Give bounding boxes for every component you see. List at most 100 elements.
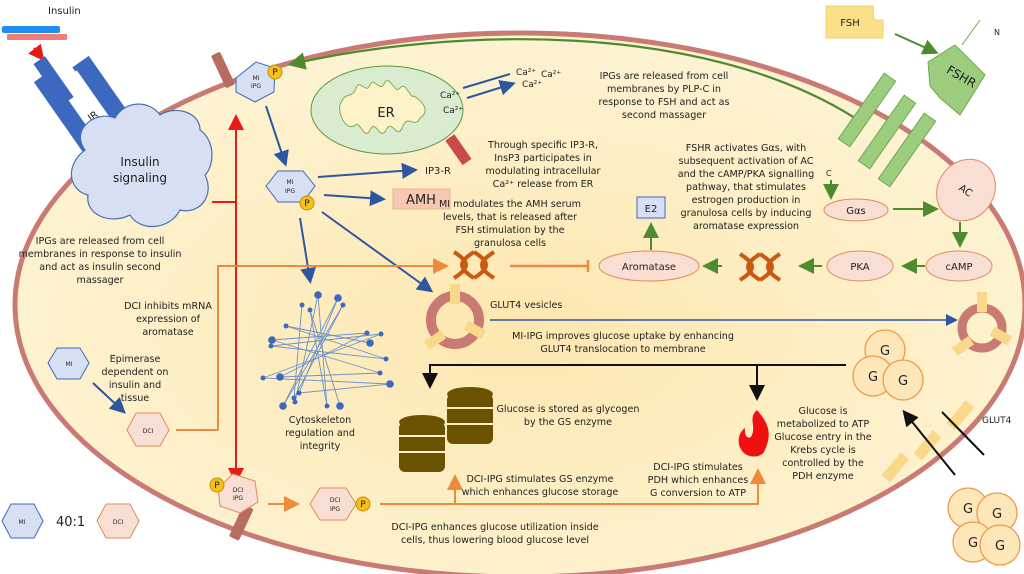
cell-membrane bbox=[12, 30, 1024, 574]
glut4-membrane-channel bbox=[913, 430, 942, 461]
note-line: MI-IPG improves glucose uptake by enhanc… bbox=[512, 331, 734, 342]
fsh-to-mi-ipg-arrow bbox=[287, 38, 856, 119]
dci-ipg-text: DCI bbox=[233, 487, 244, 494]
aromatase-label: Aromatase bbox=[622, 262, 676, 273]
note-line: PDH enzyme bbox=[792, 471, 853, 482]
note-line: Glucose entry in the bbox=[774, 432, 871, 443]
mi-ipg-text: MI bbox=[287, 179, 294, 186]
note-line: metabolized to ATP bbox=[777, 419, 870, 430]
aromatase-node bbox=[598, 250, 700, 282]
cytoskeleton-node bbox=[336, 402, 344, 410]
glucose-label: G bbox=[963, 502, 973, 517]
cytoskeleton-node bbox=[383, 356, 389, 362]
note-line: IPGs are released from cell bbox=[600, 71, 729, 82]
cytoskeleton-node bbox=[283, 323, 289, 329]
dci-hexagon bbox=[126, 412, 170, 447]
cytoskeleton-fiber bbox=[282, 304, 344, 407]
cytoskeleton-node bbox=[314, 291, 322, 299]
glucose-label: G bbox=[898, 374, 908, 389]
glut4-transporter bbox=[977, 292, 987, 312]
cytoskeleton-node bbox=[296, 390, 302, 396]
phosphate-icon bbox=[355, 496, 371, 512]
note-uptake: MI-IPG improves glucose uptake by enhanc… bbox=[512, 331, 734, 355]
note-line: and act as insulin second bbox=[39, 262, 161, 273]
fsh-box bbox=[825, 5, 884, 39]
note-glut4ves: GLUT4 vesicles bbox=[490, 300, 562, 311]
glucose-molecule bbox=[979, 524, 1021, 566]
er-label: ER bbox=[377, 106, 394, 121]
note-line: Ca²⁺ release from ER bbox=[493, 179, 594, 190]
cytoskeleton-node bbox=[268, 343, 274, 349]
cytoskeleton-node bbox=[334, 294, 342, 302]
glut4-label: GLUT4 bbox=[982, 416, 1012, 426]
cytoskeleton-fiber bbox=[285, 325, 387, 360]
calcium-label: Ca²⁺ bbox=[443, 106, 463, 116]
note-line: DCI-IPG enhances glucose utilization ins… bbox=[391, 522, 598, 533]
note-line: aromatase expression bbox=[693, 221, 799, 232]
insulin-signaling-label: Insulin bbox=[120, 155, 159, 169]
fshr-receptor: FSHR N C bbox=[826, 19, 1000, 188]
note-line: FSHR activates Gαs, with bbox=[686, 143, 806, 154]
gas-node bbox=[823, 198, 889, 222]
note-line: controlled by the bbox=[782, 458, 864, 469]
amh-box bbox=[392, 188, 451, 210]
note-util: DCI-IPG enhances glucose utilization ins… bbox=[391, 522, 598, 546]
glut4-transporter bbox=[450, 284, 460, 304]
calcium-label: Ca²⁺ bbox=[516, 68, 536, 78]
membrane-anchor-bottom bbox=[229, 505, 253, 541]
cytoskeleton-node bbox=[377, 370, 383, 376]
cytoskeleton-fiber bbox=[285, 325, 371, 344]
e2-box bbox=[636, 196, 666, 219]
cytoskeleton-fiber bbox=[309, 309, 341, 407]
cytoskeleton-fiber bbox=[271, 339, 381, 374]
note-line: Glucose is bbox=[799, 406, 848, 417]
note-line: estrogen production in bbox=[692, 195, 801, 206]
calcium-label: Ca²⁺ bbox=[440, 91, 460, 101]
glucose-label: G bbox=[880, 344, 890, 359]
note-line: DCI-IPG stimulates bbox=[653, 462, 743, 473]
note-line: granulosa cells bbox=[474, 238, 546, 249]
note-line: FSH stimulation by the bbox=[455, 225, 564, 236]
note-line: which enhances glucose storage bbox=[462, 487, 619, 498]
fsh-binding-arrow bbox=[894, 33, 939, 55]
insulin-binding-arrow bbox=[28, 43, 45, 62]
cytoskeleton-node bbox=[260, 375, 266, 381]
mi-hexagon bbox=[47, 347, 90, 380]
legend-mi-hexagon bbox=[1, 503, 44, 539]
glucose-label: G bbox=[995, 539, 1005, 554]
note-line: InsP3 participates in bbox=[494, 153, 592, 164]
ac-node bbox=[936, 158, 996, 222]
cytoskeleton-node bbox=[378, 331, 384, 337]
calcium-release-arrow bbox=[462, 74, 512, 99]
arrow-to-ip3r bbox=[317, 162, 418, 179]
dci-to-dna-arrow bbox=[217, 258, 449, 430]
note-line: Glucose is stored as glycogen bbox=[497, 404, 640, 415]
note-line: membranes by PLP-C in bbox=[607, 84, 721, 95]
glycogen-storage-icon bbox=[399, 387, 493, 472]
pka-node bbox=[826, 250, 894, 282]
dci-ipg-text: DCI bbox=[330, 497, 341, 504]
membrane-anchor-top bbox=[211, 52, 235, 88]
cytoskeleton-fiber bbox=[279, 372, 381, 378]
dci-ipg-text-2: IPG bbox=[330, 506, 340, 513]
pka-label: PKA bbox=[850, 262, 869, 273]
note-line: DCI-IPG stimulates GS enzyme bbox=[466, 474, 613, 485]
cytoskeleton-node bbox=[324, 403, 330, 409]
note-line: regulation and bbox=[285, 428, 355, 439]
legend-dci-label: DCI bbox=[113, 519, 124, 526]
camp-label: cAMP bbox=[946, 262, 973, 273]
note-line: Through specific IP3-R, bbox=[487, 140, 598, 151]
calcium-label: Ca²⁺ bbox=[541, 70, 561, 80]
glut4-transporter bbox=[423, 330, 447, 350]
cytoskeleton-fiber bbox=[298, 383, 391, 394]
note-atp: Glucose is metabolized to ATP Glucose entr… bbox=[774, 406, 871, 482]
dna-inhibits-aromatase bbox=[510, 260, 590, 272]
note-line: Krebs cycle is bbox=[790, 445, 856, 456]
insulin-signaling-cloud bbox=[70, 103, 213, 228]
cytoskeleton-node bbox=[366, 339, 374, 347]
note-line: pathway, that stimulates bbox=[686, 182, 806, 193]
